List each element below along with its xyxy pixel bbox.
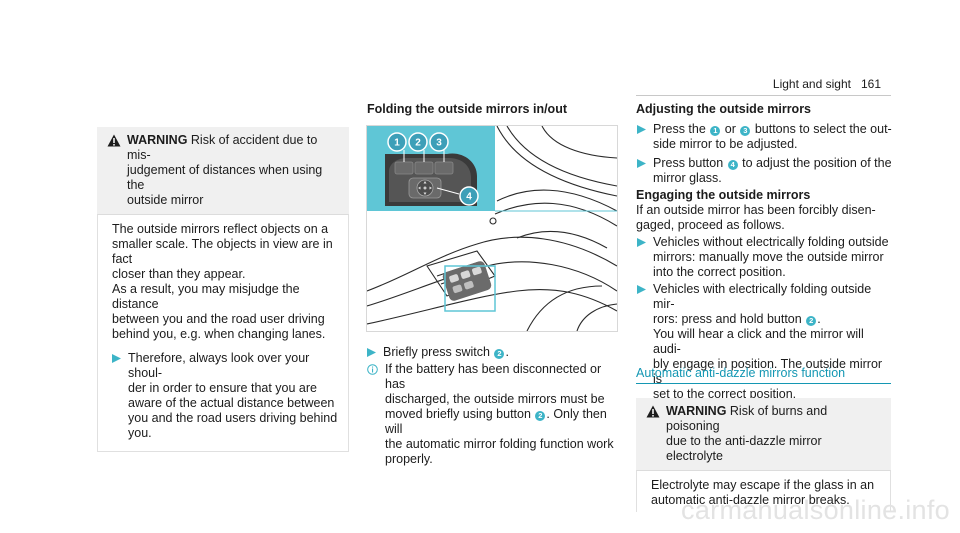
header-rule [636,95,891,96]
warning-label-2: WARNING [666,404,727,418]
warning-body: The outside mirrors reflect objects on a… [97,214,349,452]
callout-4 [459,186,479,206]
warning-header-2: WARNING Risk of burns and poisoning due … [636,398,891,470]
arrow-icon [367,348,376,357]
adjust-step-2: Press button 4 to adjust the position of… [637,156,892,186]
arrow-icon [637,159,646,168]
arrow-icon [112,354,121,363]
callout-1 [387,132,407,152]
callout-3-label: 3 [436,138,442,149]
callout-2-label: 2 [415,138,421,149]
warning-body-2: Electrolyte may escape if the glass in a… [636,470,891,512]
folding-step: Briefly press switch 2. [367,345,617,360]
callout-1-inline: 1 [710,126,721,136]
folding-heading: Folding the outside mirrors in/out [367,102,567,116]
adjust-step-1: Press the 1 or 3 buttons to select the o… [637,122,892,152]
warning-icon [107,134,121,147]
anti-dazzle-heading: Automatic anti-dazzle mirrors function [636,366,846,380]
warning-step: Therefore, always look over your shoul- … [112,351,338,441]
warning-box-2: WARNING Risk of burns and poisoning due … [636,398,891,512]
warning-icon [646,405,660,418]
engaging-heading: Engaging the outside mirrors [636,188,811,202]
info-icon [367,364,378,375]
engage-step-2: Vehicles with electrically folding outsi… [637,282,892,402]
engaging-section: Engaging the outside mirrors If an outsi… [636,188,891,233]
engage-step-1: Vehicles without electrically folding ou… [637,235,892,280]
callout-4-inline: 4 [727,160,738,170]
arrow-icon [637,125,646,134]
callout-2 [408,132,428,152]
section-title: Light and sight [772,77,851,91]
callout-4-label: 4 [466,192,472,203]
folding-info: If the battery has been disconnected or … [367,362,617,467]
anti-dazzle-rule [636,383,891,384]
door-panel-drawing: 1 2 3 4 [367,126,617,331]
callout-1-label: 1 [394,138,400,149]
warning-header: WARNING Risk of accident due to mis- jud… [97,127,349,214]
page-number: 161 [860,77,881,91]
callout-3 [429,132,449,152]
arrow-icon [637,285,646,294]
adjusting-heading: Adjusting the outside mirrors [636,102,812,116]
callout-3-inline: 3 [740,126,751,136]
door-illustration: 1 2 3 4 [366,125,618,332]
callout-2-inline: 2 [806,316,817,326]
arrow-icon [637,238,646,247]
warning-box: WARNING Risk of accident due to mis- jud… [97,127,349,452]
callout-2-inline: 2 [535,411,546,421]
running-header: Light and sight 161 [773,77,881,92]
watermark: carmanualsonline.info [681,495,950,525]
warning-label: WARNING [127,133,188,147]
callout-2-inline: 2 [494,349,505,359]
